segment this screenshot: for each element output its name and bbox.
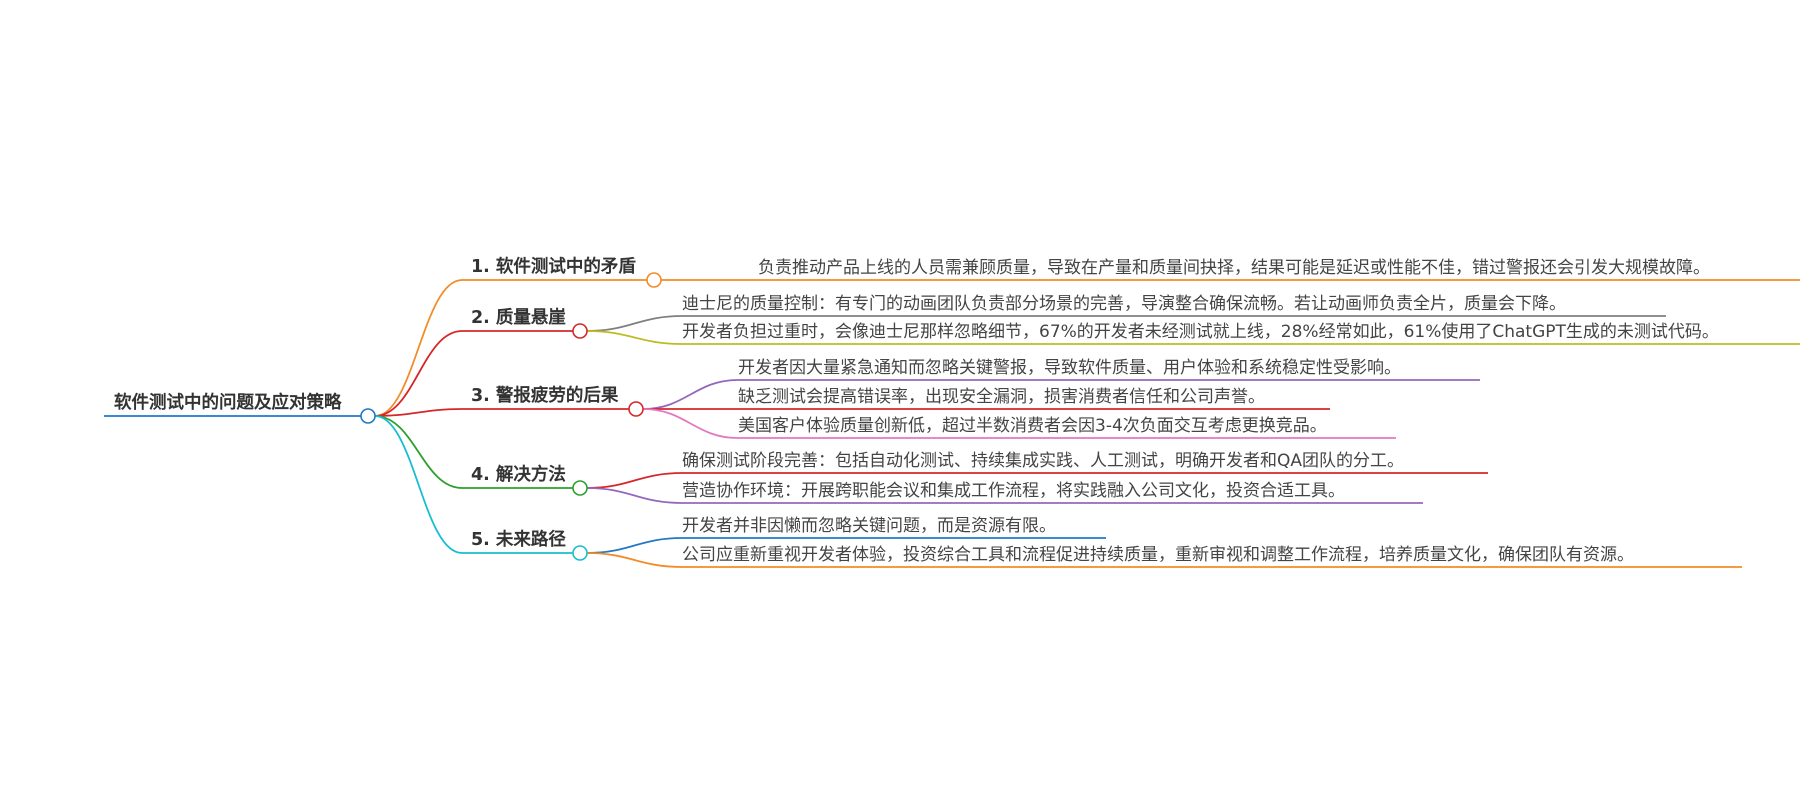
branch-leaf-link [586, 537, 683, 554]
nodes-layer: 软件测试中的问题及应对策略 1. 软件测试中的矛盾 负责推动产品上线的人员需兼顾质量… [104, 256, 1800, 568]
branch-leaf-link [586, 552, 683, 568]
branch-topic[interactable]: 3. 警报疲劳的后果 [471, 385, 619, 406]
branch-collapse-toggle[interactable] [572, 545, 588, 561]
leaf-topic[interactable]: 开发者因大量紧急通知而忽略关键警报，导致软件质量、用户体验和系统稳定性受影响。 [738, 358, 1401, 378]
branch-topic[interactable]: 4. 解决方法 [471, 464, 566, 485]
leaf-topic[interactable]: 美国客户体验质量创新低，超过半数消费者会因3-4次负面交互考虑更换竞品。 [738, 416, 1327, 436]
branch-leaf-link [642, 379, 739, 410]
leaf-topic[interactable]: 迪士尼的质量控制：有专门的动画团队负责部分场景的完善，导演整合确保流畅。若让动画… [682, 294, 1566, 314]
branch-leaf-link [642, 408, 739, 439]
branch-topic[interactable]: 2. 质量悬崖 [471, 307, 566, 328]
branch-topic[interactable]: 1. 软件测试中的矛盾 [471, 256, 636, 277]
root-topic[interactable]: 软件测试中的问题及应对策略 [114, 392, 342, 413]
root-branch-link [374, 415, 463, 489]
branch-collapse-toggle[interactable] [572, 480, 588, 496]
branch-collapse-toggle[interactable] [646, 272, 662, 288]
root-branch-link [374, 279, 463, 417]
leaf-topic[interactable]: 开发者负担过重时，会像迪士尼那样忽略细节，67%的开发者未经测试就上线，28%经… [682, 321, 1719, 342]
branch-leaf-link [586, 472, 683, 489]
root-branch-link [374, 330, 463, 417]
leaf-topic[interactable]: 缺乏测试会提高错误率，出现安全漏洞，损害消费者信任和公司声誉。 [738, 387, 1265, 407]
leaf-topic[interactable]: 营造协作环境：开展跨职能会议和集成工作流程，将实践融入公司文化，投资合适工具。 [682, 481, 1345, 501]
root-branch-link [374, 415, 463, 554]
leaf-topic[interactable]: 负责推动产品上线的人员需兼顾质量，导致在产量和质量间抉择，结果可能是延迟或性能不… [758, 258, 1710, 278]
leaf-topic[interactable]: 公司应重新重视开发者体验，投资综合工具和流程促进持续质量，重新审视和调整工作流程… [682, 545, 1634, 565]
branch-leaf-link [586, 487, 683, 504]
leaf-topic[interactable]: 确保测试阶段完善：包括自动化测试、持续集成实践、人工测试，明确开发者和QA团队的… [682, 451, 1404, 471]
links-layer [374, 279, 758, 568]
branch-leaf-link [586, 330, 683, 345]
root-collapse-toggle[interactable] [360, 408, 376, 424]
branch-leaf-link [586, 315, 683, 332]
root-branch-link [374, 408, 463, 417]
branch-topic[interactable]: 5. 未来路径 [471, 529, 566, 550]
leaf-topic[interactable]: 开发者并非因懒而忽略关键问题，而是资源有限。 [682, 516, 1056, 536]
branch-collapse-toggle[interactable] [628, 401, 644, 417]
branch-collapse-toggle[interactable] [572, 323, 588, 339]
